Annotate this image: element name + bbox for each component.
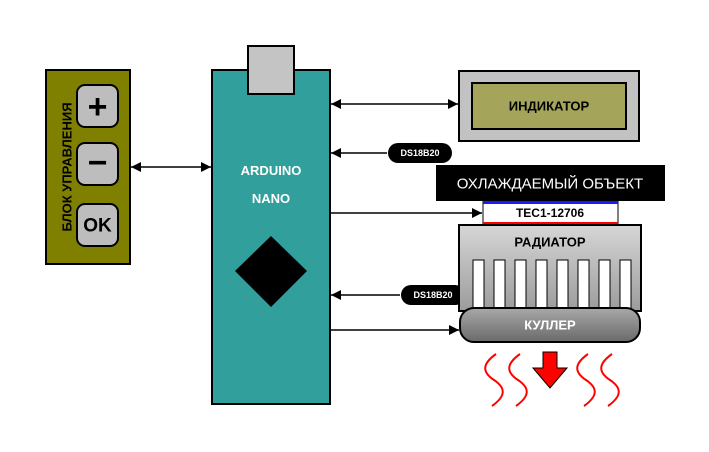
connections (131, 99, 482, 335)
ok-button-label: OK (83, 216, 112, 237)
arduino-label-line1: ARDUINO (241, 163, 302, 178)
arduino-label-line2: NANO (252, 191, 290, 206)
tec-module: TEC1-12706 (482, 200, 619, 226)
sensor-top-body (388, 143, 452, 163)
sensor-bottom-label: DS18B20 (413, 290, 452, 300)
arduino-nano: ARDUINO NANO (211, 45, 331, 405)
indicator-label: ИНДИКАТОР (509, 99, 590, 114)
indicator-screen (471, 82, 627, 130)
sensor-bottom-body (401, 285, 465, 305)
control-block: БЛОК УПРАВЛЕНИЯ + − OK (45, 69, 131, 265)
sensor-top-label: DS18B20 (400, 148, 439, 158)
cooled-object-label: ОХЛАЖДАЕМЫЙ ОБЪЕКТ (457, 175, 643, 193)
tec-label: TEC1-12706 (516, 206, 584, 220)
cooler-body (459, 307, 641, 343)
sensor-top: DS18B20 (388, 143, 452, 163)
plus-button-label: + (88, 88, 108, 126)
usb-connector (247, 45, 295, 95)
cooler-label: КУЛЛЕР (524, 318, 576, 333)
sensor-bottom: DS18B20 (401, 285, 465, 305)
indicator: ИНДИКАТОР (458, 70, 640, 142)
cooler: КУЛЛЕР (459, 307, 641, 343)
minus-button[interactable]: − (76, 142, 119, 186)
tec-cold-side (483, 201, 618, 204)
heat-waves (484, 353, 620, 407)
airflow-arrow-icon (531, 351, 569, 389)
minus-button-label: − (88, 144, 108, 182)
cooled-object-body (436, 165, 665, 201)
radiator-label: РАДИАТОР (514, 235, 585, 250)
cooled-object: ОХЛАЖДАЕМЫЙ ОБЪЕКТ (436, 165, 665, 201)
radiator: РАДИАТОР (458, 224, 642, 312)
radiator-fins (472, 259, 632, 311)
tec-hot-side (483, 222, 618, 225)
ok-button[interactable]: OK (76, 203, 119, 247)
control-block-label: БЛОК УПРАВЛЕНИЯ (60, 102, 75, 231)
mcu-chip (235, 236, 307, 307)
plus-button[interactable]: + (76, 84, 119, 128)
radiator-body (458, 224, 642, 312)
